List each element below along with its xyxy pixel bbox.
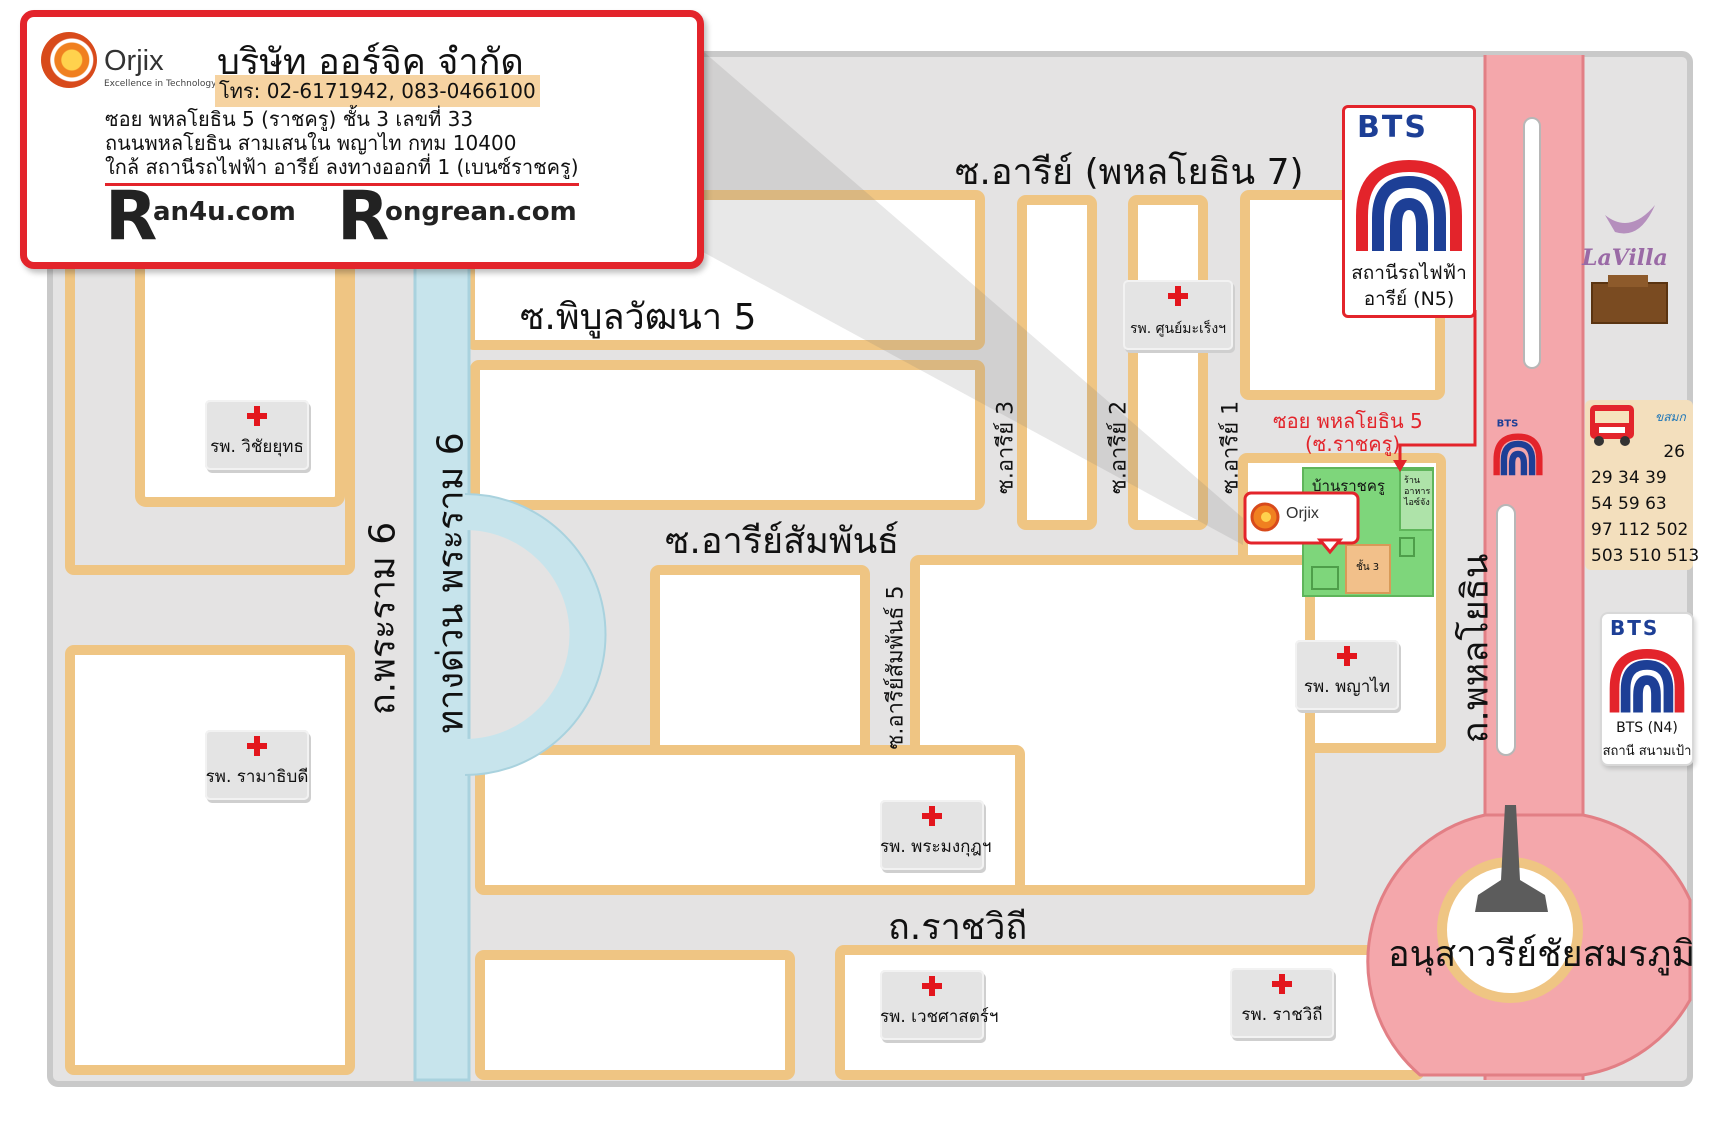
office-small-box	[1311, 566, 1339, 590]
bts-line-logo-icon: BTS	[1493, 419, 1543, 476]
marker-pointer	[1316, 538, 1344, 555]
hospital-wichaiyut[interactable]: รพ. วิชัยยุทธ	[205, 400, 309, 470]
bts-logo-icon	[1356, 159, 1462, 251]
hospital-name: รพ. ราชวิถี	[1241, 1005, 1323, 1025]
ran4u-link[interactable]: an4u.com	[153, 197, 296, 227]
block-center-large	[470, 360, 985, 510]
label-soi-ari-samphan: ซ.อารีย์สัมพันธ์	[665, 521, 900, 562]
bts-track-north	[1523, 117, 1541, 369]
bus-icon	[1590, 405, 1634, 446]
office-annex	[1399, 469, 1434, 531]
label-soi-phibun5: ซ.พิบูลวัฒนา 5	[520, 297, 757, 338]
office-floor3-building	[1345, 544, 1391, 594]
hospital-ratchawithi[interactable]: รพ. ราชวิถี	[1230, 968, 1334, 1038]
company-info-card: Orjix Excellence in Technology บริษัท ออ…	[20, 10, 704, 269]
bus-routes-panel: ขสมก 26 29 34 39 54 59 63 97 112 502 503…	[1585, 400, 1699, 570]
hospital-name: รพ. เวชศาสตร์ฯ	[880, 1007, 999, 1027]
bts-n4-station-card[interactable]: BTS BTS (N4) สถานี สนามเป้า	[1600, 612, 1694, 766]
lavilla-body	[1591, 282, 1668, 324]
bts-tracks	[1496, 117, 1541, 756]
expressway-loop	[464, 494, 606, 775]
lavilla-swoosh	[1605, 205, 1655, 234]
orjix-logo-icon	[41, 32, 97, 88]
expressway-loop-edge	[464, 493, 607, 776]
bts-ari-station-card[interactable]: BTS สถานีรถไฟฟ้า อารีย์ (N5)	[1342, 105, 1476, 318]
bts-n4-code: BTS (N4)	[1616, 720, 1678, 736]
svg-text:BTS: BTS	[1497, 419, 1519, 430]
bts-route-arrow	[1398, 310, 1477, 465]
label-ban-ratchakru: บ้านราชครู	[1312, 477, 1385, 495]
bus-row: 97 112 502	[1591, 520, 1689, 540]
hospital-wetchasat[interactable]: รพ. เวชศาสตร์ฯ	[880, 970, 999, 1040]
red-cross-icon	[1337, 646, 1357, 666]
rongrean-logo-initial: R	[337, 177, 390, 256]
label-restaurant: ร้านอาหาร ไอซ์จัง	[1404, 476, 1431, 508]
hospital-name: รพ. ศูนย์มะเร็งฯ	[1129, 321, 1227, 337]
label-soi-ratchakru: (ซ.ราชครู)	[1305, 432, 1401, 456]
label-soi-ari1: ซ.อารีย์ 1	[1218, 400, 1244, 495]
bus-row: 29 34 39	[1591, 468, 1667, 488]
city-blocks	[65, 190, 1446, 1080]
bts-track-south	[1496, 504, 1516, 756]
company-address-line2: ถนนพหลโยธิน สามเสนใน พญาไท กทม 10400	[105, 131, 517, 155]
monument-obelisk	[1475, 805, 1548, 912]
block-sw	[475, 950, 795, 1080]
label-soi-ari3: ซ.อารีย์ 3	[993, 400, 1019, 495]
orjix-tagline: Excellence in Technology	[104, 79, 217, 89]
block-w-lower	[65, 645, 355, 1075]
red-cross-icon	[1168, 286, 1188, 306]
red-cross-icon	[247, 736, 267, 756]
bts-ari-name: สถานีรถไฟฟ้า	[1351, 262, 1467, 284]
label-soi-ari-samphan5: ซ.อารีย์สัมพันธ์ 5	[883, 585, 909, 750]
company-address-line3: ใกล้ สถานีรถไฟฟ้า อารีย์ ลงทางออกที่ 1 (…	[105, 151, 579, 186]
label-ratchawithi: ถ.ราชวิถี	[888, 907, 1028, 948]
bts-route-arrowhead	[1393, 460, 1407, 472]
hospital-sunmareng[interactable]: รพ. ศูนย์มะเร็งฯ	[1123, 280, 1233, 350]
bus-row: 503 510 513	[1591, 546, 1700, 566]
marker-word: Orjix	[1286, 505, 1319, 522]
company-address-line1: ซอย พหลโยธิน 5 (ราชครู) ชั้น 3 เลขที่ 33	[105, 107, 474, 131]
bts-wordmark: BTS	[1357, 110, 1428, 145]
lavilla-building	[1591, 205, 1668, 324]
label-soi-ari-phahon7: ซ.อารีย์ (พหลโยธิน 7)	[955, 152, 1304, 193]
label-soi-ari2: ซ.อารีย์ 2	[1106, 400, 1132, 495]
red-cross-icon	[247, 406, 267, 426]
red-cross-icon	[922, 976, 942, 996]
hospital-name: รพ. รามาธิบดี	[205, 767, 309, 787]
red-cross-icon	[922, 806, 942, 826]
orjix-map-marker[interactable]	[1243, 491, 1360, 555]
hospital-phramongkut[interactable]: รพ. พระมงกุฎฯ	[880, 800, 992, 870]
bts-n4-name: สถานี สนามเป้า	[1602, 744, 1692, 759]
hospital-ramathibodi[interactable]: รพ. รามาธิบดี	[205, 730, 309, 800]
marker-logo-core	[1261, 512, 1271, 522]
block-ari3	[1017, 195, 1097, 530]
bts-logo-icon	[1609, 648, 1685, 713]
bus-brand: ขสมก	[1655, 410, 1686, 424]
bus-row: 26	[1663, 442, 1685, 462]
hospital-phyathai[interactable]: รพ. พญาไท	[1295, 640, 1399, 710]
hospital-name: รพ. วิชัยยุทธ	[210, 437, 304, 457]
label-phahonyothin: ถ.พหลโยธิน	[1455, 553, 1497, 744]
bts-wordmark-n4: BTS	[1610, 616, 1660, 640]
bus-row: 54 59 63	[1591, 494, 1667, 514]
ran4u-logo-initial: R	[105, 177, 158, 256]
red-cross-icon	[1272, 974, 1292, 994]
office-small-box2	[1399, 537, 1415, 557]
orjix-wordmark: Orjix	[104, 45, 164, 77]
label-soi-phahon5: ซอย พหลโยธิน 5	[1273, 409, 1423, 433]
label-victory-monument: อนุสาวรีย์ชัยสมรภูมิ	[1388, 934, 1696, 975]
lavilla-top	[1608, 275, 1648, 287]
hospital-name: รพ. พระมงกุฎฯ	[880, 837, 992, 857]
label-expressway-rama6: ทางด่วน พระราม 6	[430, 432, 472, 734]
label-rama6: ถ.พระราม 6	[362, 521, 404, 716]
bts-ari-code: อารีย์ (N5)	[1363, 288, 1455, 310]
label-floor3: ชั้น 3	[1356, 562, 1380, 573]
company-phone[interactable]: โทร: 02-6171942, 083-0466100	[215, 75, 540, 107]
label-lavilla: LaVilla	[1582, 245, 1668, 271]
zoom-callout	[690, 40, 1243, 545]
hospital-name: รพ. พญาไท	[1303, 677, 1391, 697]
rongrean-link[interactable]: ongrean.com	[385, 197, 577, 227]
